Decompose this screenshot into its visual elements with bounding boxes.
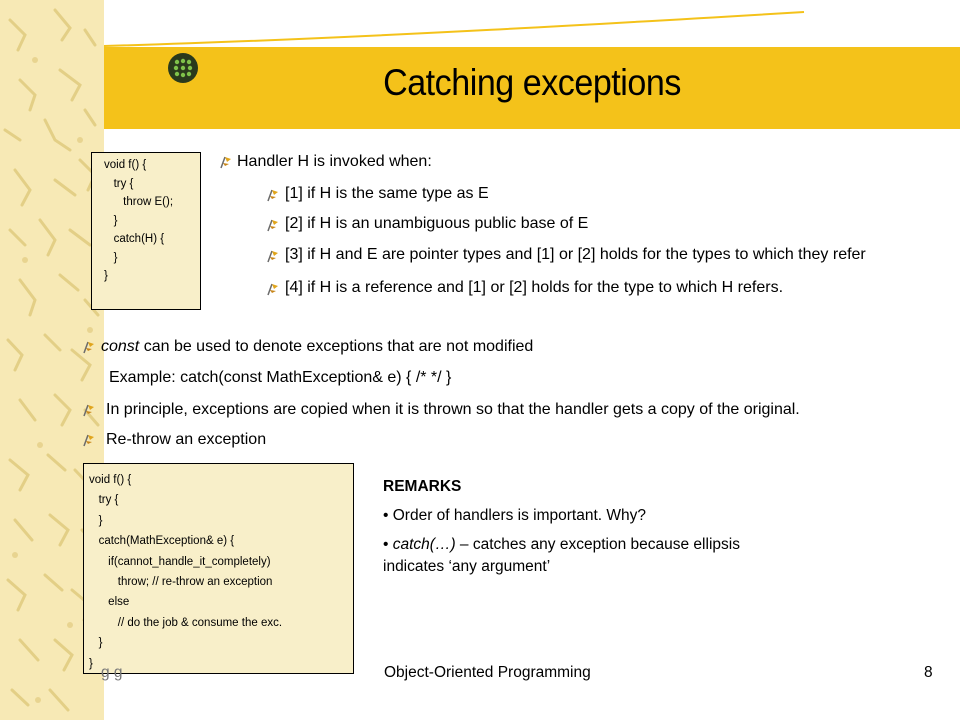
example-line: Example: catch(const MathException& e) {…: [109, 369, 452, 386]
code-line: }: [104, 270, 108, 282]
code-line: void f() {: [104, 159, 147, 171]
flag-bullet-icon: [267, 189, 278, 202]
const-keyword: const: [101, 338, 140, 355]
flag-bullet-icon: [83, 341, 94, 354]
sub-bullet-3: [3] if H and E are pointer types and [1]…: [285, 246, 866, 263]
code-line: }: [89, 514, 103, 527]
bullet-rethrow: Re-throw an exception: [106, 431, 267, 448]
const-description: can be used to denote exceptions that ar…: [139, 338, 534, 355]
remark-item-2: • catch(…) – catches any exception becau…: [383, 534, 743, 578]
flag-bullet-icon: [267, 250, 278, 263]
code-line: }: [104, 214, 118, 227]
flag-bullet-icon: [83, 404, 94, 417]
code-line: catch(MathException& e) {: [89, 535, 235, 548]
slide-title: Catching exceptions: [383, 62, 681, 103]
code-line: // do the job & consume the exc.: [89, 616, 283, 629]
bullet-handler-invoked: Handler H is invoked when:: [237, 153, 432, 170]
code-line: throw; // re-throw an exception: [89, 576, 273, 589]
code-box-rethrow-example: void f() { try { } catch(MathException& …: [83, 463, 354, 674]
bullet-const: const can be used to denote exceptions t…: [101, 338, 533, 356]
page-number: 8: [924, 664, 933, 681]
flag-bullet-icon: [83, 434, 94, 447]
code-line: else: [89, 596, 130, 609]
bullet-copied: In principle, exceptions are copied when…: [106, 401, 800, 418]
left-decorative-strip: [0, 0, 104, 720]
sub-bullet-4: [4] if H is a reference and [1] or [2] h…: [285, 279, 784, 296]
catch-all-syntax: catch(…): [392, 536, 456, 553]
title-top-stripe: [104, 0, 960, 47]
code-line: }: [89, 637, 103, 650]
code-box-throw-example: void f() { try { throw E(); } catch(H) {…: [91, 152, 201, 310]
footer-course-title: Object-Oriented Programming: [384, 664, 591, 681]
flag-bullet-icon: [267, 219, 278, 232]
remark-item-2-text: – catches any exception because ellipsis…: [383, 536, 740, 575]
remarks-panel: REMARKS • Order of handlers is important…: [383, 476, 743, 585]
code-line: void f() {: [89, 474, 132, 486]
remark-item-1: • Order of handlers is important. Why?: [383, 507, 647, 524]
code-line: }: [104, 251, 118, 264]
flag-bullet-icon: [267, 283, 278, 296]
flag-bullet-icon: [220, 156, 231, 169]
code-line: throw E();: [104, 196, 174, 208]
footer-left-text: g g: [101, 664, 123, 681]
title-band: [104, 47, 960, 129]
remarks-heading: REMARKS: [383, 478, 462, 495]
sub-bullet-2: [2] if H is an unambiguous public base o…: [285, 215, 589, 232]
globe-orb-icon: [168, 53, 198, 83]
code-line: try {: [104, 177, 134, 190]
code-line: try {: [89, 494, 119, 507]
remark-bullet: •: [383, 536, 393, 553]
code-line: if(cannot_handle_it_completely): [89, 555, 271, 568]
sub-bullet-1: [1] if H is the same type as E: [285, 185, 489, 202]
code-line: catch(H) {: [104, 233, 165, 245]
code-line: }: [89, 657, 93, 670]
